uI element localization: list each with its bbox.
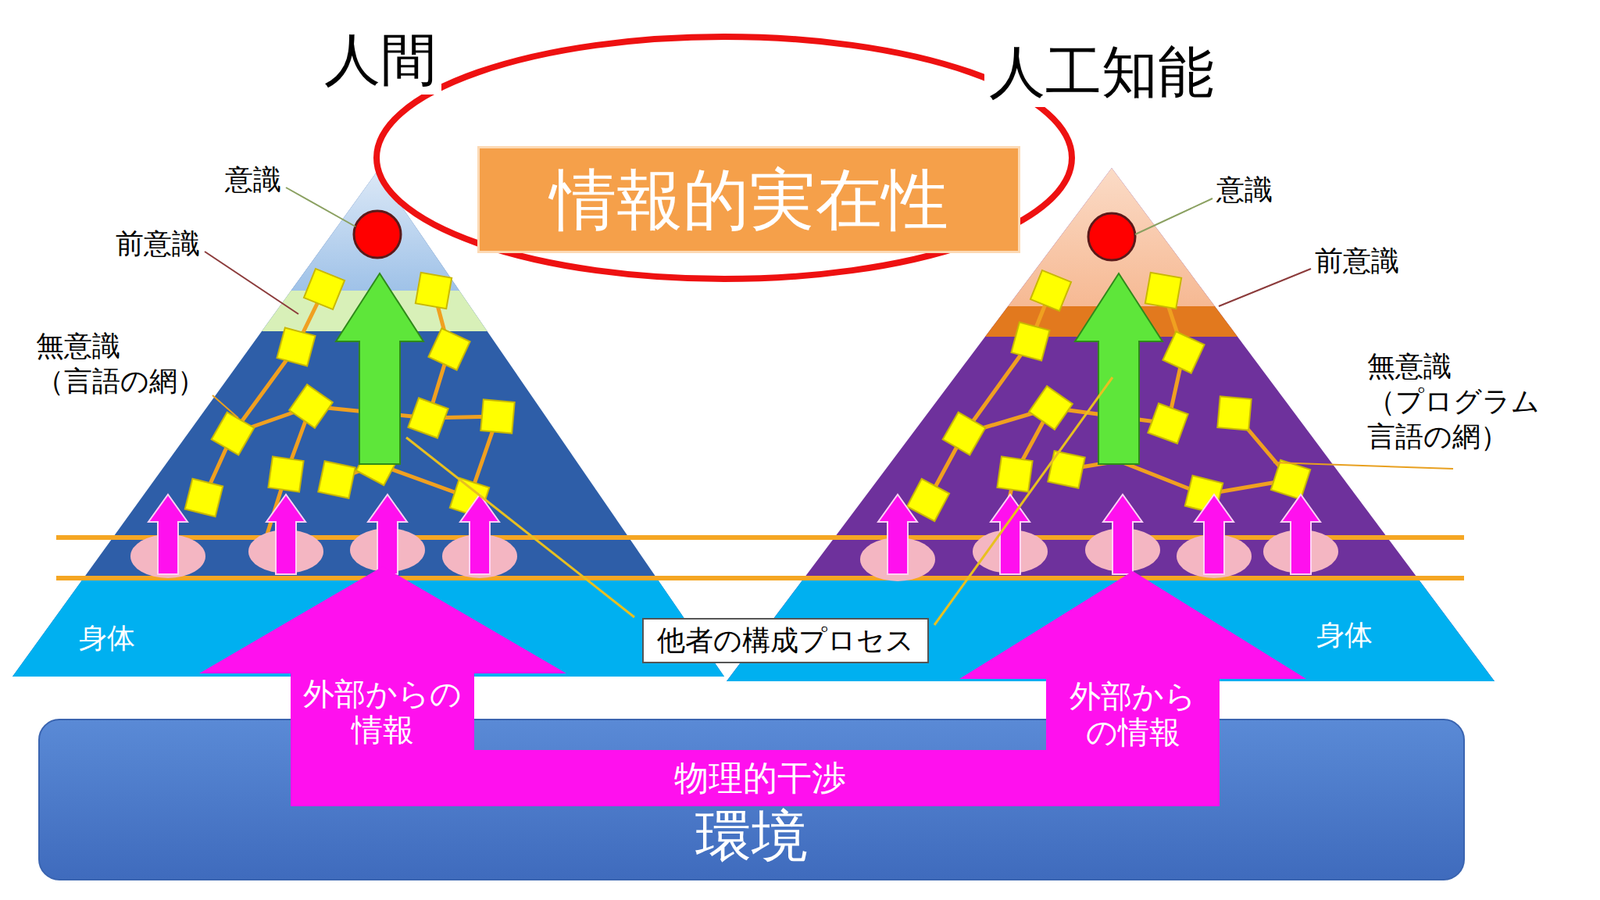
leader-lines — [204, 187, 1454, 625]
node-text: 外部からの 情報 — [292, 675, 473, 748]
process-box: 他者の構成プロセス — [642, 617, 929, 664]
node-text: 物理的干渉 — [674, 758, 847, 799]
layer-label: 前意識 — [115, 225, 200, 261]
interference-bar: 物理的干渉 — [474, 750, 1047, 807]
title-label: 人間 — [319, 24, 442, 95]
layer-label: 意識 — [225, 161, 282, 197]
arrow-label-box: 外部から の情報 — [1046, 676, 1220, 752]
environment-band: 環境 — [39, 719, 1465, 880]
information-flow-arrow — [199, 566, 1307, 807]
layer-label: 無意識 （言語の網） — [35, 328, 224, 399]
highlight-box: 情報的実在性 — [477, 146, 1021, 254]
body-label: 身体 — [78, 620, 136, 656]
emergence-arrows — [335, 273, 1163, 465]
body-label: 身体 — [1316, 617, 1373, 653]
title-label: 人工知能 — [984, 36, 1219, 108]
node-text: 他者の構成プロセス — [657, 624, 915, 657]
sense-ellipses — [130, 528, 1339, 582]
word-squares — [185, 268, 1311, 522]
node-text: 外部から の情報 — [1047, 678, 1218, 750]
layer-label: 無意識 （プログラム 言語の網） — [1367, 348, 1555, 454]
layer-label: 前意識 — [1314, 242, 1400, 279]
input-arrows — [148, 494, 1321, 575]
node-text: 情報的実在性 — [550, 161, 949, 239]
node-text: 環境 — [695, 803, 808, 869]
highlight-ellipse — [376, 36, 1072, 279]
arrow-label-box: 外部からの 情報 — [290, 673, 475, 750]
layer-label: 意識 — [1216, 171, 1273, 208]
